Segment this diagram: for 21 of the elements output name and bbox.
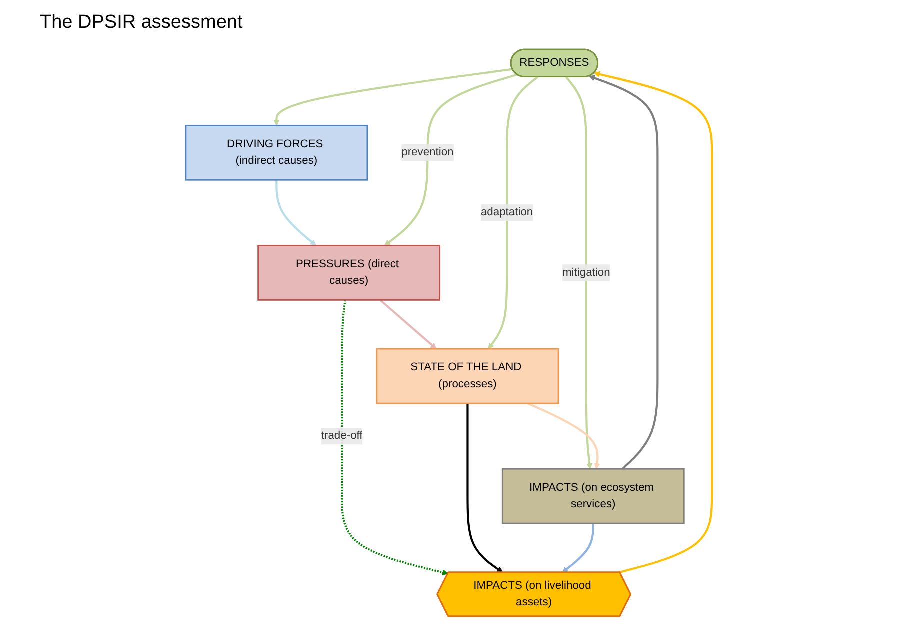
edge-label: prevention <box>402 146 454 158</box>
node-box: IMPACTS (on ecosystem services) <box>502 468 685 524</box>
node-box: PRESSURES (direct causes) <box>258 245 441 301</box>
edge-label: mitigation <box>562 266 610 279</box>
arrow <box>276 180 317 246</box>
node-box: STATE OF THE LAND (processes) <box>376 348 560 404</box>
arrow <box>594 71 714 574</box>
arrow <box>341 300 448 576</box>
arrow <box>565 76 593 470</box>
edge-label: adaptation <box>480 206 534 219</box>
diagram-title: The DPSIR assessment <box>40 12 243 34</box>
arrow <box>380 299 437 350</box>
arrow <box>589 75 659 470</box>
edge-label: trade-off <box>321 430 363 442</box>
node-box: DRIVING FORCES (indirect causes) <box>185 124 368 181</box>
arrow <box>384 74 518 246</box>
arrow <box>527 402 600 470</box>
arrow <box>274 68 513 126</box>
arrow <box>488 76 538 350</box>
arrow <box>466 404 504 574</box>
arrow <box>562 524 594 574</box>
